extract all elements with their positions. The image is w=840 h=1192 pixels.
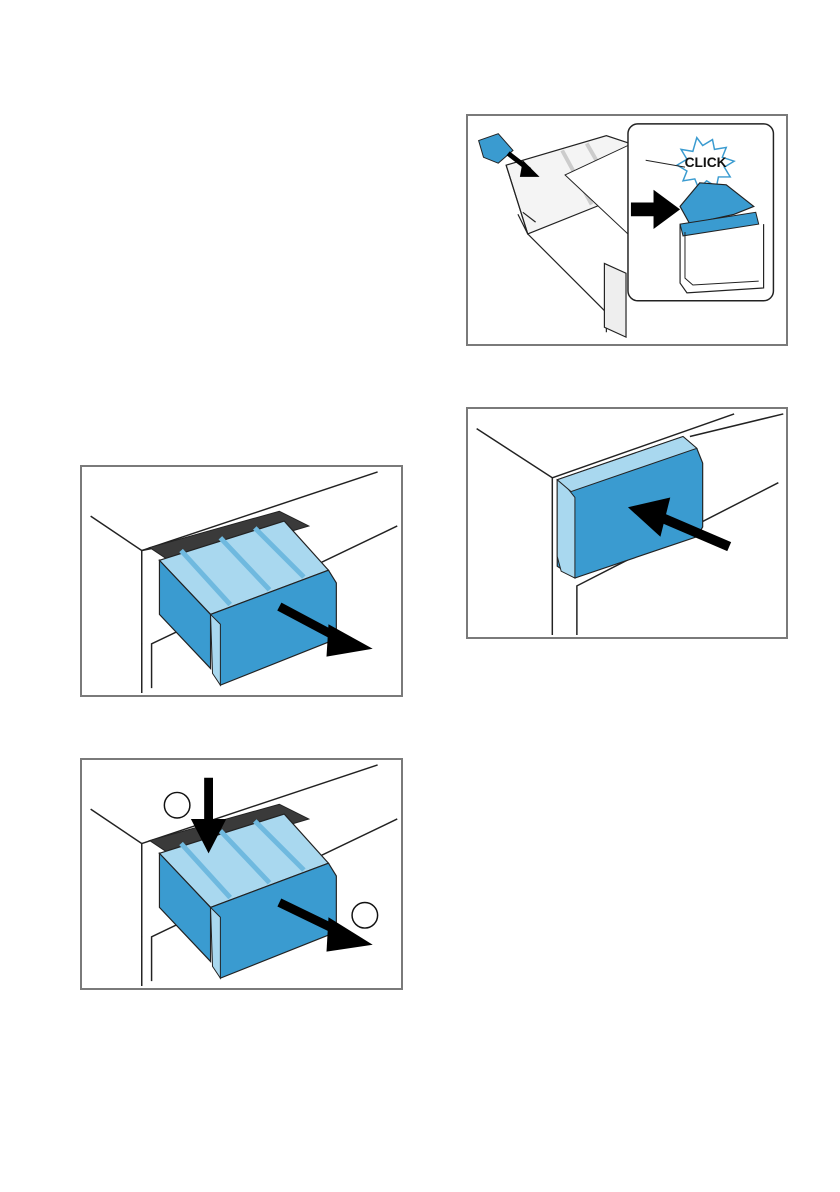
figure-drawer-pull-out [80,465,403,697]
step-1-marker [164,792,190,818]
insert-click-illustration: CLICK [468,116,786,344]
figure-drawer-push-in [466,407,788,639]
drawer-release-illustration [82,760,401,988]
step-2-marker [352,903,378,929]
figure-drawer-release [80,758,403,990]
click-label: CLICK [685,155,727,170]
drawer-pull-out-illustration [82,467,401,695]
drawer-push-in-illustration [468,409,786,637]
figure-insert-click: CLICK [466,114,788,346]
